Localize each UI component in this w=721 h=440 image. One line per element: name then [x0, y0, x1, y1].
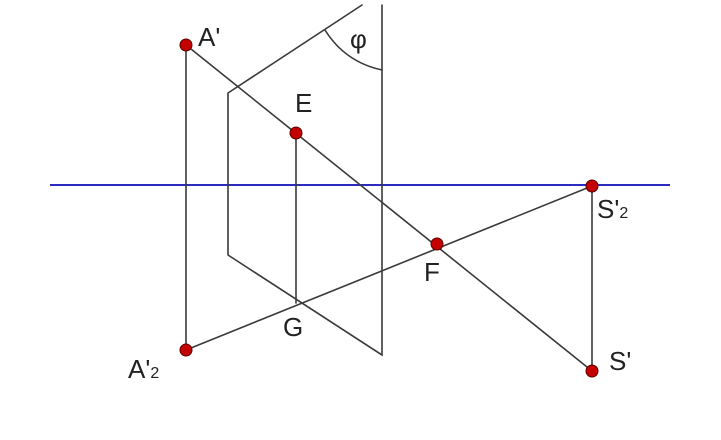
label-f: F: [424, 257, 440, 287]
label-a-prime: A': [198, 22, 220, 52]
point-a-prime: [179, 38, 193, 52]
angle-phi-arc: [324, 29, 383, 71]
point-s-prime: [585, 364, 599, 378]
label-s-prime: S': [609, 346, 631, 376]
label-angle-phi: φ: [350, 24, 367, 54]
line-a-prime-2-s-prime-2: [185, 185, 593, 351]
label-e: E: [295, 88, 312, 118]
label-g: G: [283, 312, 303, 342]
label-s-prime-2-sub: 2: [619, 205, 628, 222]
point-e: [289, 126, 303, 140]
label-s-prime-2-main: S': [597, 194, 619, 224]
point-f: [430, 237, 444, 251]
label-a-prime-2-main: A': [128, 354, 150, 384]
picture-plane-outline: [227, 4, 383, 357]
label-s-prime-2: S'2: [597, 194, 628, 224]
point-s-prime-2: [585, 179, 599, 193]
label-a-prime-2-sub: 2: [150, 365, 159, 382]
label-a-prime-2: A'2: [128, 354, 159, 384]
point-a-prime-2: [179, 343, 193, 357]
line-a-prime-s-prime: [185, 44, 593, 372]
